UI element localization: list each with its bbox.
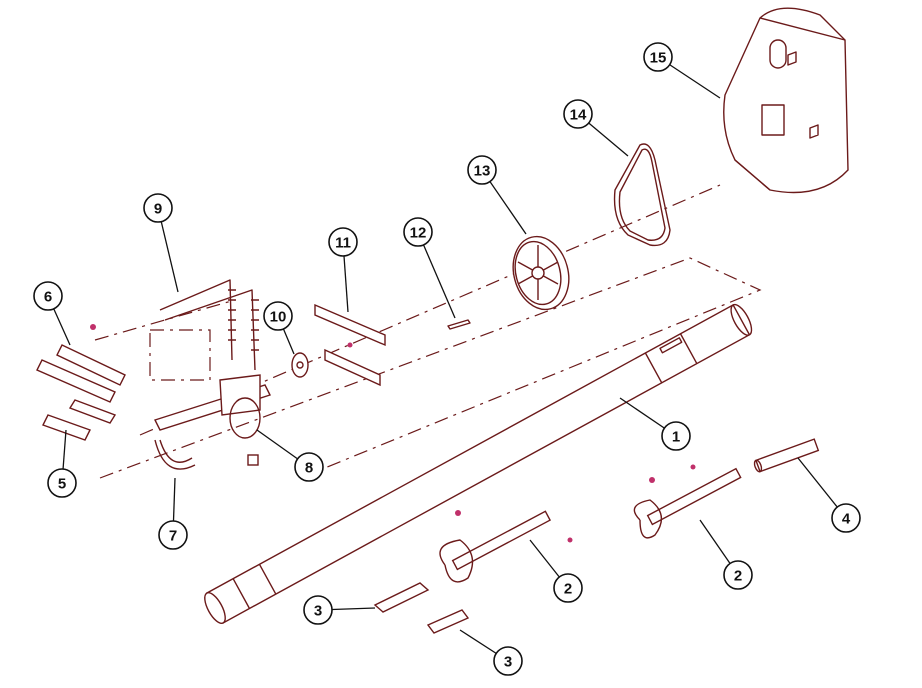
pulley-part [512, 235, 570, 311]
u-bolts-part [159, 279, 259, 371]
centerlines [94, 184, 762, 479]
svg-text:3: 3 [314, 603, 322, 620]
svg-text:7: 7 [169, 528, 177, 545]
callout-9: 9 [143, 193, 173, 223]
callout-6: 6 [33, 281, 63, 311]
callout-8: 8 [294, 452, 324, 482]
tube-part [204, 303, 753, 624]
svg-text:5: 5 [58, 476, 66, 493]
svg-text:1: 1 [672, 429, 680, 446]
svg-text:12: 12 [410, 225, 427, 242]
callout-13: 13 [467, 155, 497, 185]
svg-text:14: 14 [570, 107, 587, 124]
mounting-plates-part [36, 324, 126, 424]
callout-10: 10 [263, 301, 293, 331]
svg-text:3: 3 [504, 654, 512, 671]
callout-1: 1 [661, 421, 691, 451]
callout-2a: 2 [723, 560, 753, 590]
callout-14: 14 [563, 99, 593, 129]
tube-clamp-part [154, 439, 196, 470]
callout-4: 4 [831, 503, 861, 533]
callout-15: 15 [643, 42, 673, 72]
svg-text:6: 6 [44, 289, 52, 306]
callout-11: 11 [328, 227, 358, 257]
bushings-part [373, 582, 470, 634]
key-part [447, 319, 471, 330]
svg-text:11: 11 [335, 235, 351, 252]
callout-12: 12 [403, 217, 433, 247]
callout-3b: 3 [493, 646, 523, 676]
svg-text:2: 2 [734, 568, 742, 585]
svg-text:10: 10 [270, 309, 287, 326]
callout-5: 5 [47, 468, 77, 498]
head-frame-part [154, 374, 271, 466]
svg-text:15: 15 [650, 50, 667, 67]
drive-shaft-part [753, 438, 820, 473]
brackets-part [314, 303, 386, 387]
callout-3a: 3 [303, 595, 333, 625]
callout-2b: 2 [553, 573, 583, 603]
clamp-plate-part [42, 414, 91, 441]
callout-7: 7 [158, 520, 188, 550]
svg-text:4: 4 [842, 511, 851, 528]
belt-part [613, 143, 671, 247]
svg-text:2: 2 [564, 581, 572, 598]
svg-text:8: 8 [305, 460, 313, 477]
bearing-part [291, 352, 309, 378]
guard-cover-part [723, 7, 849, 194]
flighting-shaft-part [439, 464, 742, 583]
svg-text:9: 9 [154, 201, 162, 218]
svg-text:13: 13 [474, 163, 491, 180]
